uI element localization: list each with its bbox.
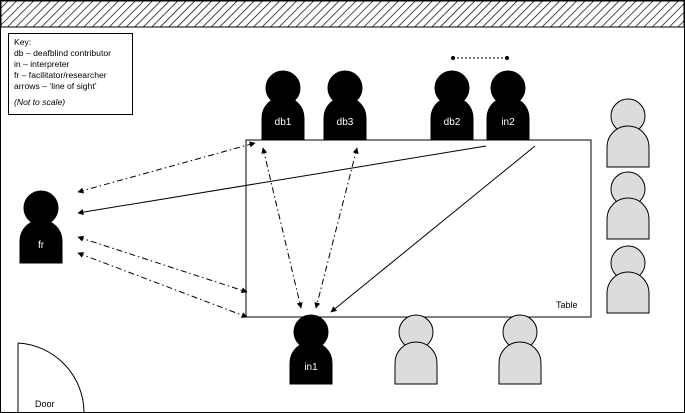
person-in2: in2 — [486, 70, 530, 141]
arrow-fr-in1-upper — [77, 235, 248, 294]
key-note: (Not to scale) — [14, 97, 66, 107]
wall-hatched — [0, 0, 685, 28]
person-in1: in1 — [289, 314, 333, 385]
person-db2: db2 — [430, 70, 474, 141]
label-fr: fr — [38, 240, 45, 251]
table — [245, 139, 592, 318]
label-db1: db1 — [275, 117, 292, 128]
arrow-db1-in1 — [261, 147, 303, 309]
arrow-fr-db1 — [77, 141, 256, 194]
person-fr: fr — [19, 190, 63, 264]
person-db3: db3 — [323, 70, 367, 141]
empty-seat-bottom-1 — [394, 314, 438, 385]
arrow-fr-in1-lower — [77, 252, 248, 318]
key-entry-arrows: arrows – ‘line of sight’ — [14, 81, 97, 91]
empty-seat-right-1 — [606, 98, 650, 168]
key-title: Key: — [14, 37, 32, 47]
table-label: Table — [556, 300, 578, 310]
sight-lines — [77, 141, 536, 318]
arrow-db3-in1 — [314, 147, 359, 309]
label-db2: db2 — [444, 117, 461, 128]
person-db1: db1 — [261, 70, 305, 141]
label-db3: db3 — [337, 117, 354, 128]
door-label: Door — [35, 399, 55, 409]
empty-seat-right-3 — [606, 245, 650, 314]
arrow-in2-in1 — [330, 145, 536, 313]
key-legend: Key: db – deafblind contributor in – int… — [8, 33, 133, 115]
pair-connector — [451, 56, 509, 60]
door: Door — [17, 342, 85, 413]
key-entry-fr: fr – facilitator/researcher — [14, 70, 107, 80]
label-in1: in1 — [304, 362, 318, 373]
key-entry-in: in – interpreter — [14, 59, 70, 69]
key-entry-db: db – deafblind contributor — [14, 48, 111, 58]
empty-seat-bottom-2 — [498, 314, 542, 385]
label-in2: in2 — [501, 117, 515, 128]
empty-seat-right-2 — [606, 171, 650, 240]
